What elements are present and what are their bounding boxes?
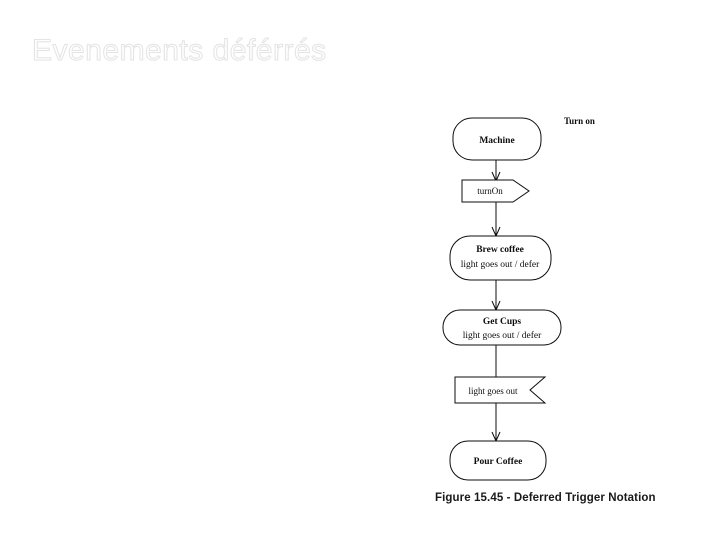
event-label-light-goes-out: light goes out xyxy=(469,386,518,396)
deferred-trigger-diagram: Machine Turn on turnOn Brew coffee light… xyxy=(430,100,680,520)
state-shape-pour-coffee xyxy=(449,440,547,481)
connector-lightgoesout-to-pourcoffee xyxy=(491,403,501,443)
state-shape-get-cups xyxy=(442,309,562,346)
event-shape-light-goes-out xyxy=(454,376,547,404)
connector-machine-to-turnon xyxy=(491,160,501,183)
connector-turnon-to-brewcoffee xyxy=(491,202,501,238)
state-node-machine[interactable]: Machine xyxy=(452,117,542,161)
state-node-brew-coffee[interactable]: Brew coffee light goes out / defer xyxy=(449,235,552,281)
connector-brewcoffee-to-getcups xyxy=(491,280,501,312)
state-node-pour-coffee[interactable]: Pour Coffee xyxy=(449,440,547,481)
page-title: Evenements déférrés xyxy=(32,34,327,67)
event-shape-turn-on xyxy=(461,179,530,203)
event-node-turn-on[interactable]: turnOn xyxy=(461,179,530,203)
figure-caption: Figure 15.45 - Deferred Trigger Notation xyxy=(435,492,656,504)
state-node-get-cups[interactable]: Get Cups light goes out / defer xyxy=(442,309,562,346)
state-label-brew-coffee: Brew coffee xyxy=(476,245,524,255)
event-label-turn-on: turnOn xyxy=(477,186,503,196)
diagram-svg: Machine Turn on turnOn Brew coffee light… xyxy=(442,116,595,481)
side-label-turn-on: Turn on xyxy=(564,116,595,126)
state-label-pour-coffee: Pour Coffee xyxy=(474,457,523,467)
state-sublabel-brew-coffee: light goes out / defer xyxy=(461,259,540,270)
state-sublabel-get-cups: light goes out / defer xyxy=(463,330,542,341)
state-shape-machine xyxy=(452,117,542,161)
state-label-machine: Machine xyxy=(479,136,514,146)
state-shape-brew-coffee xyxy=(449,235,552,281)
state-label-get-cups: Get Cups xyxy=(483,317,522,327)
event-node-light-goes-out[interactable]: light goes out xyxy=(454,376,547,404)
